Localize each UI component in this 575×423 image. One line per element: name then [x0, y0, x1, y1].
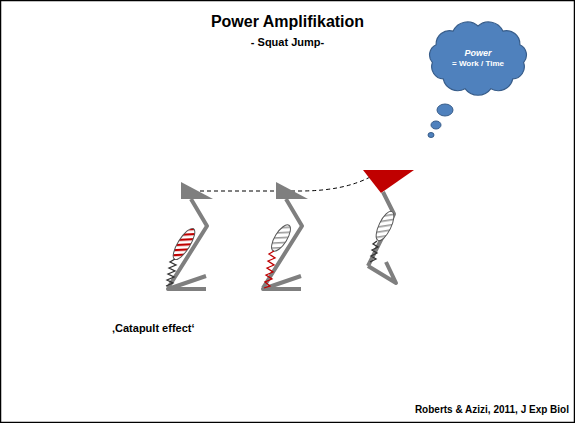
thought-bubbles [428, 104, 453, 138]
leg-figure [263, 182, 308, 289]
thought-cloud: Power= Work / Time [426, 20, 530, 96]
formula-term: Power [464, 48, 491, 58]
leg-figure [363, 170, 414, 283]
leg-figure [166, 182, 213, 289]
effect-caption: ‚Catapult effect‘ [112, 322, 195, 334]
formula-text: = Work / Time [452, 59, 504, 68]
reference: Roberts & Azizi, 2011, J Exp Biol [415, 404, 569, 415]
